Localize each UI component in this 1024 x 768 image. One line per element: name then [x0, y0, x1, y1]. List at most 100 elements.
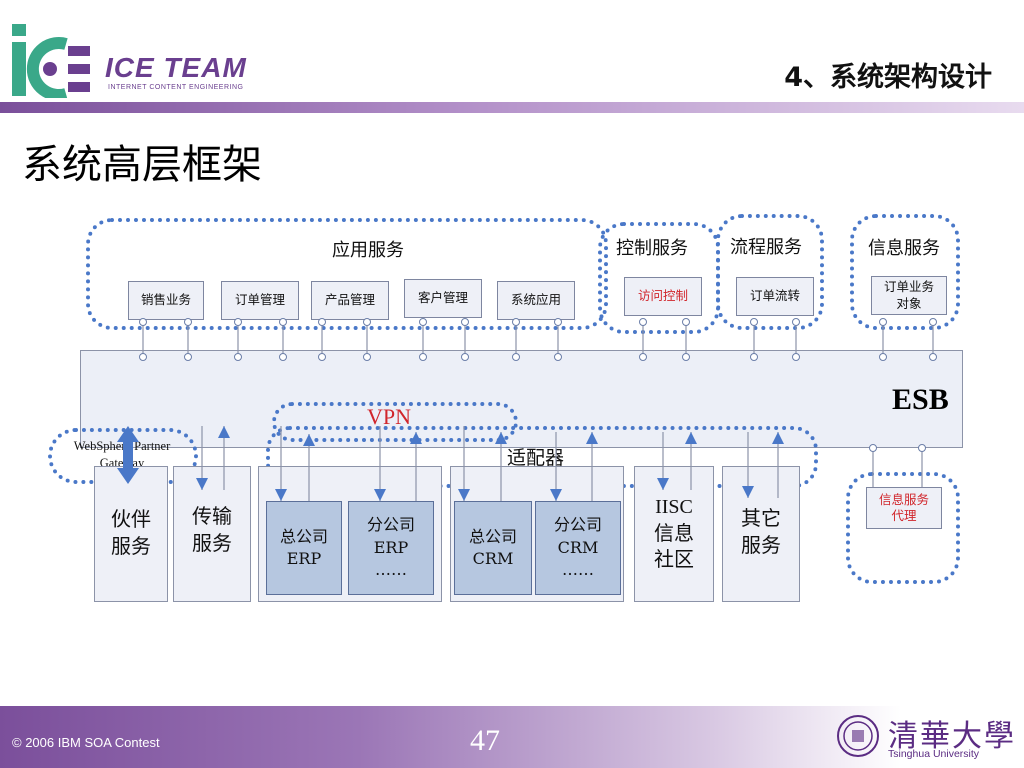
- service-connector-node: [879, 318, 887, 326]
- service-connector-node: [139, 318, 147, 326]
- esb-connector-node: [554, 353, 562, 361]
- service-connector-node: [184, 318, 192, 326]
- order-mgmt-label: 订单管理: [234, 292, 285, 308]
- university-name-en: Tsinghua University: [888, 748, 980, 760]
- branch-crm-line3: ……: [562, 560, 594, 580]
- esb-connector-node: [461, 353, 469, 361]
- order-object-line1: 订单业务: [883, 279, 934, 295]
- service-connector-node: [419, 318, 427, 326]
- esb-label: ESB: [892, 383, 949, 416]
- service-connector-node: [792, 318, 800, 326]
- esb-connector-node: [318, 353, 326, 361]
- branch-crm-down-arrow: [550, 489, 562, 501]
- sales-service-label: 销售业务: [140, 292, 191, 308]
- info-proxy-line2: 代理: [891, 508, 917, 523]
- service-connector-node: [318, 318, 326, 326]
- transfer-service-box: [173, 466, 251, 602]
- esb-connector-node: [363, 353, 371, 361]
- order-flow-label: 订单流转: [749, 288, 800, 304]
- info-services-label: 信息服务: [868, 238, 940, 259]
- system-app-label: 系统应用: [510, 292, 561, 308]
- esb-connector-node: [639, 353, 647, 361]
- system-app-box: 系统应用: [497, 281, 575, 320]
- branch-crm-line1: 分公司: [553, 515, 602, 535]
- university-name-cn: 清華大學: [888, 719, 1016, 754]
- tsinghua-seal-icon: [837, 715, 879, 757]
- logo-text: ICE TEAM: [105, 52, 247, 83]
- branch-crm-line2: CRM: [557, 537, 599, 557]
- iisc-line3: 社区: [654, 547, 694, 571]
- other-line1: 其它: [741, 506, 781, 530]
- app-services-label: 应用服务: [332, 240, 404, 261]
- info-proxy-box: 信息服务 代理: [866, 487, 942, 529]
- branch-erp-line1: 分公司: [366, 515, 415, 535]
- branch-erp-down-arrow: [374, 489, 386, 501]
- order-mgmt-box: 订单管理: [221, 281, 299, 320]
- customer-mgmt-label: 客户管理: [417, 290, 468, 306]
- order-object-box: 订单业务 对象: [871, 276, 947, 315]
- service-connector-node: [461, 318, 469, 326]
- branch-erp-box: 分公司 ERP ……: [348, 501, 434, 595]
- iisc-down-arrow: [657, 478, 669, 490]
- control-services-label: 控制服务: [616, 238, 688, 259]
- order-flow-box: 订单流转: [736, 277, 814, 316]
- gateway-label-line1: WebSphere Partner: [73, 439, 171, 453]
- proxy-connector-node: [869, 444, 877, 452]
- iisc-line1: IISC: [655, 496, 693, 518]
- branch-crm-box: 分公司 CRM ……: [535, 501, 621, 595]
- other-line2: 服务: [741, 533, 781, 557]
- header-bar: [0, 102, 1024, 113]
- hq-erp-up-arrow: [303, 434, 315, 446]
- branch-erp-up-arrow: [410, 432, 422, 444]
- process-services-group: [716, 214, 824, 330]
- section-title: 4、系统架构设计: [784, 62, 992, 93]
- ice-team-logo-icon: [12, 24, 90, 98]
- esb-connector-node: [879, 353, 887, 361]
- vpn-label: VPN: [367, 404, 412, 429]
- process-services-label: 流程服务: [730, 237, 802, 258]
- info-proxy-group: [846, 472, 960, 584]
- page-number: 47: [470, 724, 500, 757]
- access-control-box: 访问控制: [624, 277, 702, 316]
- esb-bus: [80, 350, 963, 448]
- other-down-arrow: [742, 486, 754, 498]
- service-connector-node: [279, 318, 287, 326]
- iisc-text: IISC 信息 社区: [634, 493, 714, 572]
- iisc-box: [634, 466, 714, 602]
- esb-connector-node: [419, 353, 427, 361]
- info-services-group: [850, 214, 960, 330]
- service-connector-node: [512, 318, 520, 326]
- esb-connector-node: [682, 353, 690, 361]
- esb-connector-node: [234, 353, 242, 361]
- branch-erp-line3: ……: [375, 560, 407, 580]
- esb-connector-node: [750, 353, 758, 361]
- iisc-line2: 信息: [654, 521, 694, 545]
- adapter-label: 适配器: [507, 447, 565, 469]
- esb-connector-node: [512, 353, 520, 361]
- transfer-down-arrow: [196, 478, 208, 490]
- hq-crm-box: 总公司 CRM: [454, 501, 532, 595]
- hq-erp-line2: ERP: [286, 549, 322, 568]
- service-connector-node: [750, 318, 758, 326]
- logo-subtext: INTERNET CONTENT ENGINEERING: [108, 84, 244, 91]
- iisc-up-arrow: [685, 432, 697, 444]
- order-object-line2: 对象: [896, 295, 922, 311]
- other-service-text: 其它 服务: [722, 505, 800, 559]
- transfer-up-arrow: [218, 426, 230, 438]
- partner-service-box: [94, 466, 168, 602]
- other-service-box: [722, 466, 800, 602]
- transfer-service-text: 传输 服务: [173, 503, 251, 557]
- other-up-arrow: [772, 432, 784, 444]
- service-connector-node: [234, 318, 242, 326]
- service-connector-node: [639, 318, 647, 326]
- customer-mgmt-box: 客户管理: [404, 279, 482, 318]
- slide-title: 系统高层框架: [22, 142, 262, 188]
- branch-crm-up-arrow: [586, 432, 598, 444]
- footer-copyright: © 2006 IBM SOA Contest: [12, 735, 160, 750]
- hq-erp-down-arrow: [275, 489, 287, 501]
- service-connector-node: [554, 318, 562, 326]
- app-services-group: [86, 218, 608, 330]
- hq-crm-down-arrow: [458, 489, 470, 501]
- service-connector-node: [929, 318, 937, 326]
